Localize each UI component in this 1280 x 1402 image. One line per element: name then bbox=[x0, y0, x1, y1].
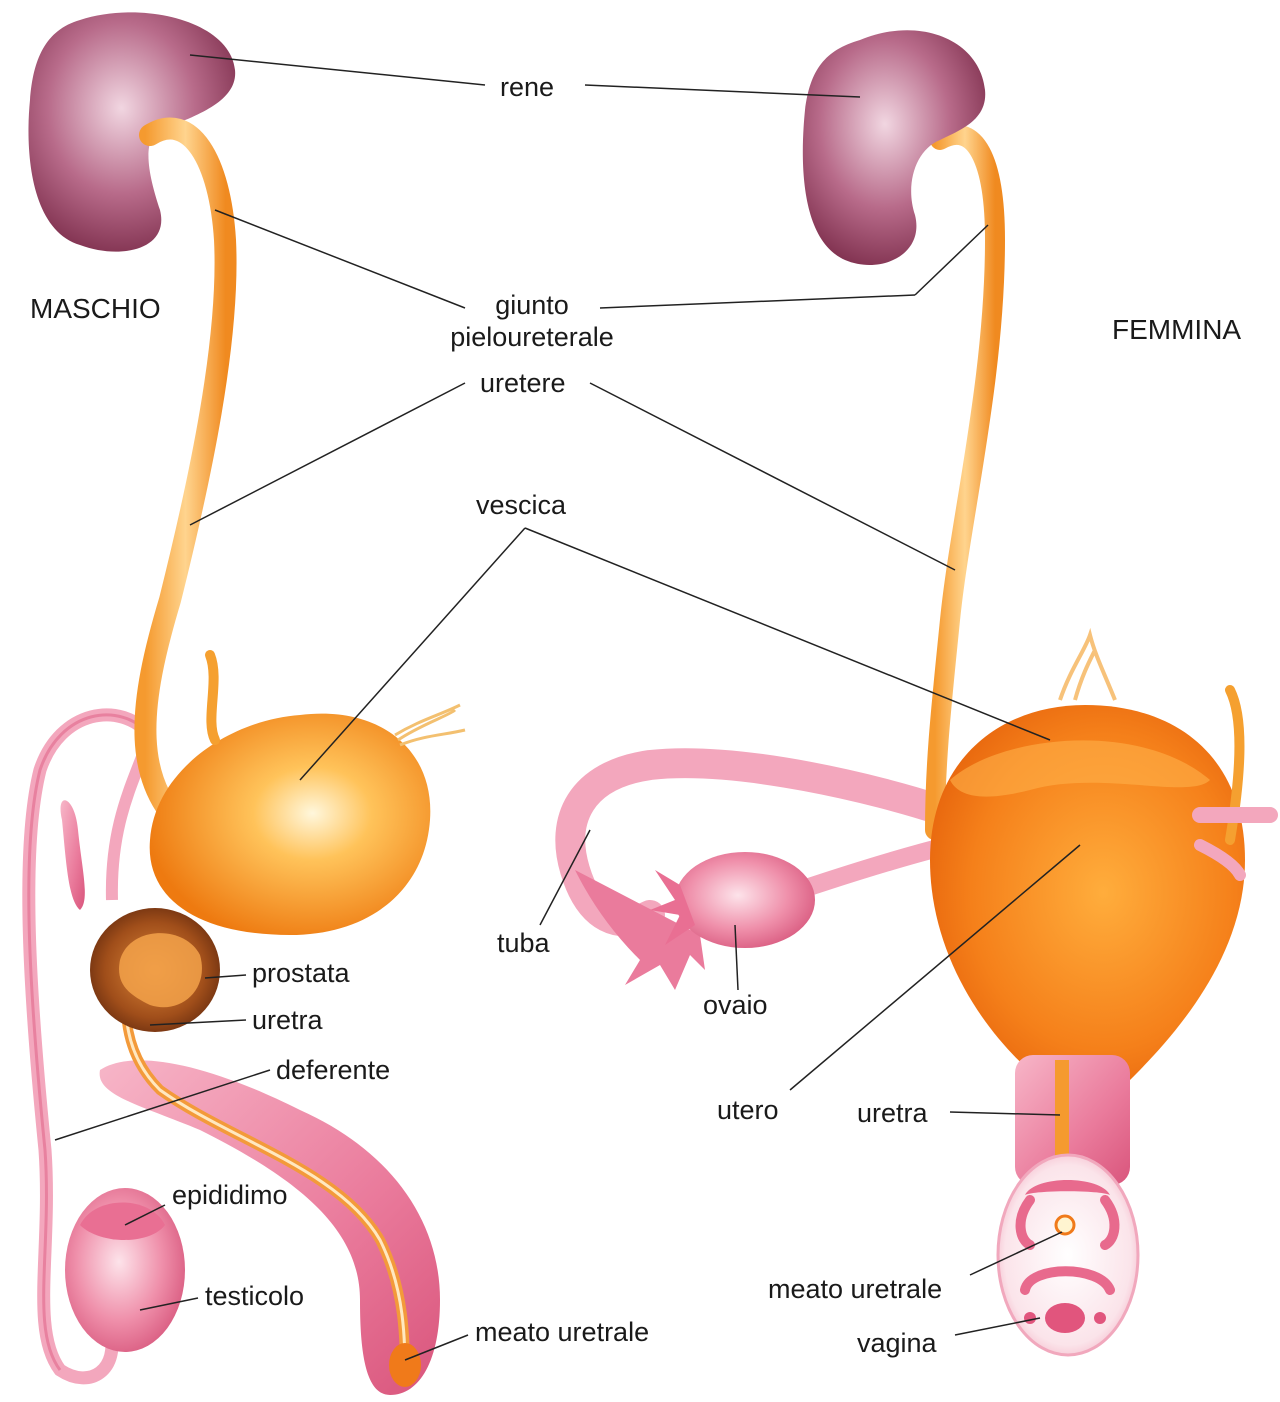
label-testicolo: testicolo bbox=[205, 1281, 304, 1311]
section-title-male: MASCHIO bbox=[30, 294, 161, 324]
label-giunto-line2: pieloureterale bbox=[422, 322, 642, 352]
label-tuba: tuba bbox=[497, 928, 550, 958]
urethral-meatus bbox=[1056, 1216, 1074, 1234]
label-giunto-line1: giunto bbox=[432, 290, 632, 320]
ovarian-ligament bbox=[800, 845, 950, 890]
label-uretra-male: uretra bbox=[252, 1005, 323, 1035]
male-bladder bbox=[150, 714, 431, 935]
vestibular-gland-right bbox=[1094, 1312, 1106, 1324]
male-glans-tip bbox=[389, 1343, 421, 1387]
label-uretere: uretere bbox=[480, 368, 566, 398]
label-vescica: vescica bbox=[476, 490, 566, 520]
section-title-female: FEMMINA bbox=[1112, 315, 1241, 345]
male-urachus bbox=[210, 655, 215, 740]
male-bladder-ligament bbox=[395, 705, 465, 745]
label-deferente: deferente bbox=[276, 1055, 390, 1085]
label-rene: rene bbox=[500, 72, 554, 102]
vestibular-gland-left bbox=[1024, 1312, 1036, 1324]
vaginal-opening bbox=[1045, 1303, 1085, 1333]
label-meato-male: meato uretrale bbox=[475, 1317, 649, 1347]
ovary bbox=[675, 852, 815, 948]
female-urethra-canal bbox=[1055, 1060, 1069, 1160]
male-kidney bbox=[28, 12, 235, 251]
female-kidney bbox=[803, 30, 985, 265]
label-prostata: prostata bbox=[252, 958, 350, 988]
label-uretra-female: uretra bbox=[857, 1098, 928, 1128]
female-ureter bbox=[935, 135, 995, 830]
label-meato-female: meato uretrale bbox=[768, 1274, 942, 1304]
label-vagina: vagina bbox=[857, 1328, 937, 1358]
female-bladder-ligament bbox=[1060, 635, 1115, 700]
seminal-vesicle bbox=[61, 800, 85, 910]
label-epididimo: epididimo bbox=[172, 1180, 288, 1210]
label-utero: utero bbox=[717, 1095, 779, 1125]
label-ovaio: ovaio bbox=[703, 990, 768, 1020]
